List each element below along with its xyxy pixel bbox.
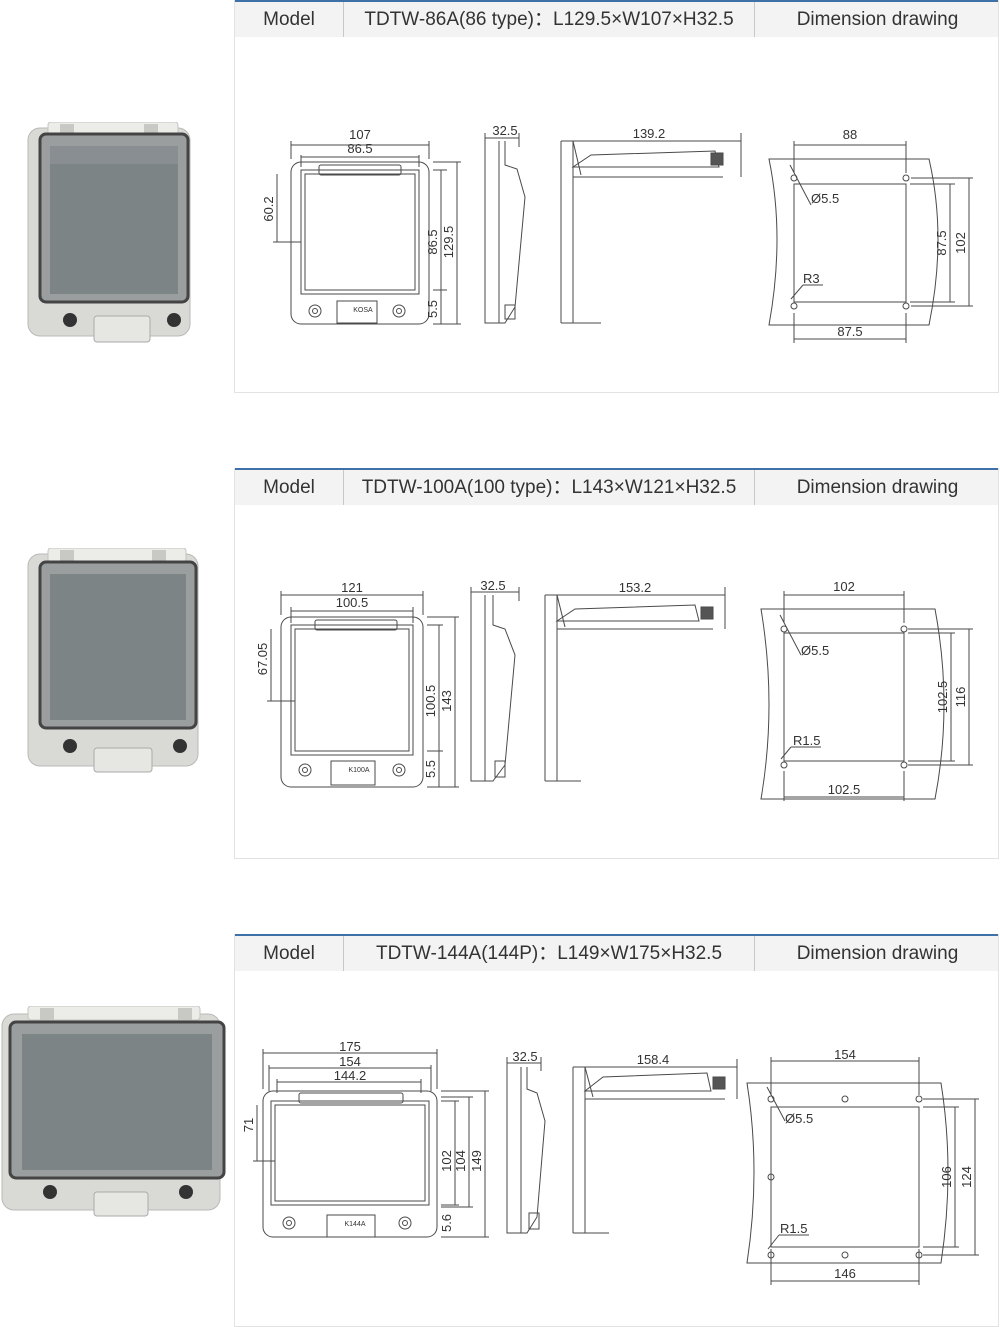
dim-mid-width: 154 <box>339 1054 361 1069</box>
dim-outer-width: 107 <box>349 127 371 142</box>
front-view <box>253 1049 489 1238</box>
dim-inner-height: 100.5 <box>423 685 438 718</box>
dim-side-top: 60.2 <box>261 196 276 221</box>
dim-inner-height: 102 <box>439 1150 454 1172</box>
model-value: TDTW-100A(100 type)：L143×W121×H32.5 <box>344 470 755 505</box>
dim-inner-width: 100.5 <box>336 595 369 610</box>
product-photo <box>27 122 191 343</box>
model-label: Model <box>235 470 344 505</box>
dim-open-length: 158.4 <box>637 1052 670 1067</box>
dim-mid-height: 104 <box>453 1150 468 1172</box>
brand-mark: K144A <box>344 1221 365 1228</box>
cutout-bottom-width: 146 <box>834 1266 856 1281</box>
dim-inner-width: 144.2 <box>334 1068 367 1083</box>
cutout-view <box>746 1057 979 1285</box>
spec-header: Model TDTW-144A(144P)：L149×W175×H32.5 Di… <box>235 934 998 971</box>
dim-bottom-margin: 5.5 <box>423 760 438 778</box>
cutout-outer-height: 116 <box>953 687 968 708</box>
dim-outer-width: 121 <box>341 580 363 595</box>
front-view <box>267 591 459 788</box>
dim-outer-height: 129.5 <box>441 226 456 259</box>
cutout-outer-height: 102 <box>953 232 968 254</box>
cutout-top-width: 88 <box>843 127 857 142</box>
spec-header: Model TDTW-100A(100 type)：L143×W121×H32.… <box>235 468 998 505</box>
dimension-drawing: 175 154 144.2 71 102 104 149 5.6 K144A 3… <box>241 1039 979 1285</box>
spec-table: Model TDTW-86A(86 type)：L129.5×W107×H32.… <box>234 0 999 393</box>
front-view <box>273 141 461 325</box>
brand-mark: KOSA <box>353 307 373 314</box>
cutout-hole: Ø5.5 <box>785 1111 813 1126</box>
spec-table: Model TDTW-100A(100 type)：L143×W121×H32.… <box>234 468 999 859</box>
dim-open-length: 153.2 <box>619 580 652 595</box>
open-view <box>544 587 726 782</box>
cutout-inner-height: 106 <box>939 1166 954 1188</box>
model-label: Model <box>235 2 344 37</box>
dim-bottom-margin: 5.5 <box>425 300 440 318</box>
dim-depth: 32.5 <box>492 123 517 138</box>
cutout-radius: R1.5 <box>780 1221 807 1236</box>
cutout-outer-height: 124 <box>959 1166 974 1188</box>
cutout-radius: R3 <box>803 271 820 286</box>
cutout-top-width: 154 <box>834 1047 856 1062</box>
spec-table: Model TDTW-144A(144P)：L149×W175×H32.5 Di… <box>234 934 999 1327</box>
side-view <box>470 587 520 782</box>
cutout-inner-height: 87.5 <box>934 230 949 255</box>
dim-side-top: 71 <box>241 1118 256 1132</box>
drawing-label: Dimension drawing <box>796 943 959 964</box>
dim-inner-height: 86.5 <box>425 229 440 254</box>
model-value: TDTW-144A(144P)：L149×W175×H32.5 <box>344 936 755 971</box>
dim-inner-width: 86.5 <box>347 141 372 156</box>
cutout-radius: R1.5 <box>793 733 820 748</box>
model-label: Model <box>235 936 344 971</box>
product-photo <box>1 1006 226 1217</box>
dimension-drawing: 121 100.5 67.05 100.5 143 5.5 K100A 32.5 <box>255 578 973 801</box>
cutout-hole: Ø5.5 <box>801 643 829 658</box>
cutout-view <box>760 591 973 801</box>
cutout-top-width: 102 <box>833 579 855 594</box>
dim-depth: 32.5 <box>512 1049 537 1064</box>
dim-outer-height: 143 <box>439 690 454 712</box>
dim-bottom-margin: 5.6 <box>439 1214 454 1232</box>
cutout-bottom-width: 102.5 <box>828 782 861 797</box>
open-view <box>572 1059 738 1234</box>
cutout-hole: Ø5.5 <box>811 191 839 206</box>
cutout-inner-height: 102.5 <box>935 681 950 714</box>
dim-open-length: 139.2 <box>633 126 666 141</box>
cutout-bottom-width: 87.5 <box>837 324 862 339</box>
dimension-drawing: 107 86.5 60.2 86.5 129.5 5.5 KOSA 32.5 <box>261 123 973 343</box>
dim-side-top: 67.05 <box>255 643 270 676</box>
open-view <box>560 133 742 324</box>
drawing-label: Dimension drawing <box>796 9 959 30</box>
spec-header: Model TDTW-86A(86 type)：L129.5×W107×H32.… <box>235 0 998 37</box>
brand-mark: K100A <box>348 767 369 774</box>
side-view <box>506 1057 546 1234</box>
drawing-label: Dimension drawing <box>796 477 959 498</box>
side-view <box>484 133 526 324</box>
dim-outer-height: 149 <box>469 1150 484 1172</box>
dim-depth: 32.5 <box>480 578 505 593</box>
product-photo <box>27 548 199 773</box>
model-value: TDTW-86A(86 type)：L129.5×W107×H32.5 <box>344 2 755 37</box>
cutout-view <box>768 141 973 343</box>
dim-outer-width: 175 <box>339 1039 361 1054</box>
